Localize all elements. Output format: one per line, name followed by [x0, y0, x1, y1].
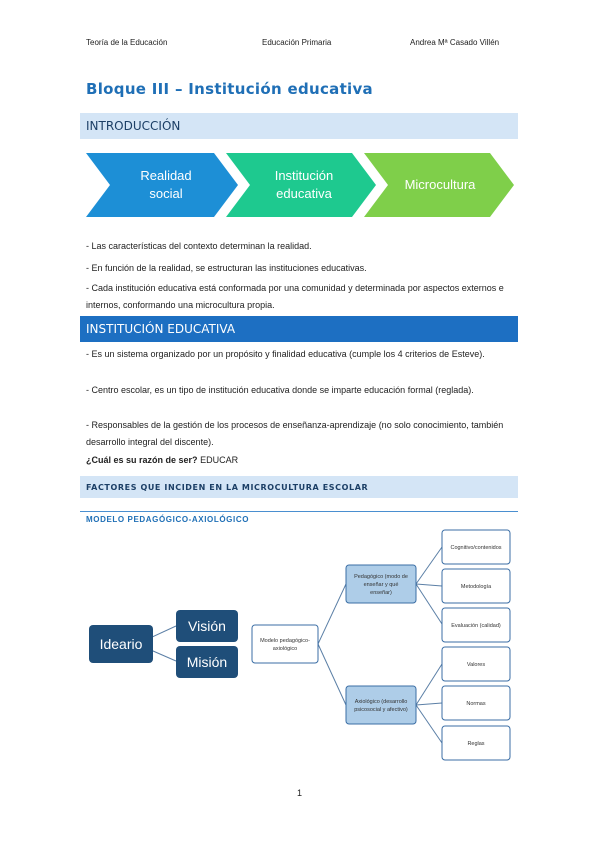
- leaf-evaluacion-label: Evaluación (calidad): [451, 623, 501, 629]
- root-line1: Modelo pedagógico-: [260, 638, 310, 644]
- intro-bullet-2: - En función de la realidad, se estructu…: [86, 263, 367, 273]
- leaf-metodologia-label: Metodología: [461, 584, 492, 590]
- pedagogico-line2: enseñar y qué: [364, 582, 399, 588]
- model-subtitle: MODELO PEDAGÓGICO-AXIOLÓGICO: [86, 515, 250, 524]
- axiologico-line2: psicosocial y afectivo): [354, 707, 408, 713]
- ideario-box: [89, 625, 153, 663]
- model-hierarchy-diagram: Ideario Visión Misión Modelo pedagógico-…: [89, 529, 511, 761]
- root-line2: axiológico: [273, 646, 297, 652]
- header-course: Teoría de la Educación: [86, 38, 168, 47]
- chevron-2-line1: Institución: [275, 168, 334, 183]
- institution-question-line: ¿Cuál es su razón de ser? EDUCAR: [86, 452, 516, 469]
- vision-box: [176, 610, 238, 642]
- intro-bullet-3: - Cada institución educativa está confor…: [86, 283, 504, 310]
- intro-bullet-1: - Las características del contexto deter…: [86, 241, 312, 251]
- axiologico-node: [345, 685, 417, 725]
- institution-answer: EDUCAR: [200, 455, 239, 465]
- axiologico-line1: Axiológico (desarrollo: [355, 699, 408, 705]
- header-degree: Educación Primaria: [262, 38, 332, 47]
- institution-question: ¿Cuál es su razón de ser?: [86, 455, 198, 465]
- header-author: Andrea Mª Casado Villén: [410, 38, 500, 47]
- leaf-cognitivo-label: Cognitivo/contenidos: [450, 545, 501, 551]
- leaf-cognitivo: [441, 529, 511, 565]
- chevron-institucion-educativa: [226, 153, 376, 217]
- page-title: Bloque III – Institución educativa: [86, 80, 373, 98]
- chevron-2-line2: educativa: [276, 186, 332, 201]
- process-chevron-diagram: Realidad social Institución educativa Mi…: [86, 153, 514, 217]
- leaf-valores-label: Valores: [467, 662, 485, 668]
- pedagogico-node: [345, 564, 417, 604]
- leaf-reglas: [441, 725, 511, 761]
- section-heading-factors: FACTORES QUE INCIDEN EN LA MICROCULTURA …: [80, 476, 518, 498]
- chevron-3-line1: Microcultura: [405, 177, 477, 192]
- pedagogico-line1: Pedagógico (modo de: [354, 574, 408, 580]
- page-number: 1: [296, 788, 302, 798]
- leaf-normas: [441, 685, 511, 721]
- chevron-1-line1: Realidad: [140, 168, 191, 183]
- leaf-reglas-label: Reglas: [467, 741, 484, 747]
- section-heading-intro: INTRODUCCIÓN: [80, 113, 518, 139]
- leaf-evaluacion: [441, 607, 511, 643]
- mision-label: Misión: [187, 654, 227, 670]
- section-divider: [80, 511, 518, 512]
- root-node: [251, 624, 319, 664]
- chevron-realidad-social: [86, 153, 238, 217]
- section-heading-institution: INSTITUCIÓN EDUCATIVA: [80, 316, 518, 342]
- institution-bullet-1: - Es un sistema organizado por un propós…: [86, 349, 485, 359]
- mision-box: [176, 646, 238, 678]
- vision-label: Visión: [188, 618, 226, 634]
- institution-bullet-3: - Responsables de la gestión de los proc…: [86, 420, 504, 447]
- leaf-valores: [441, 646, 511, 682]
- leaf-normas-label: Normas: [466, 701, 486, 707]
- diagram-connectors: [136, 546, 443, 744]
- leaf-metodologia: [441, 568, 511, 604]
- chevron-microcultura: [364, 153, 514, 217]
- institution-bullet-2: - Centro escolar, es un tipo de instituc…: [86, 385, 474, 395]
- ideario-label: Ideario: [100, 636, 143, 652]
- chevron-1-line2: social: [149, 186, 182, 201]
- pedagogico-line3: enseñar): [370, 590, 392, 596]
